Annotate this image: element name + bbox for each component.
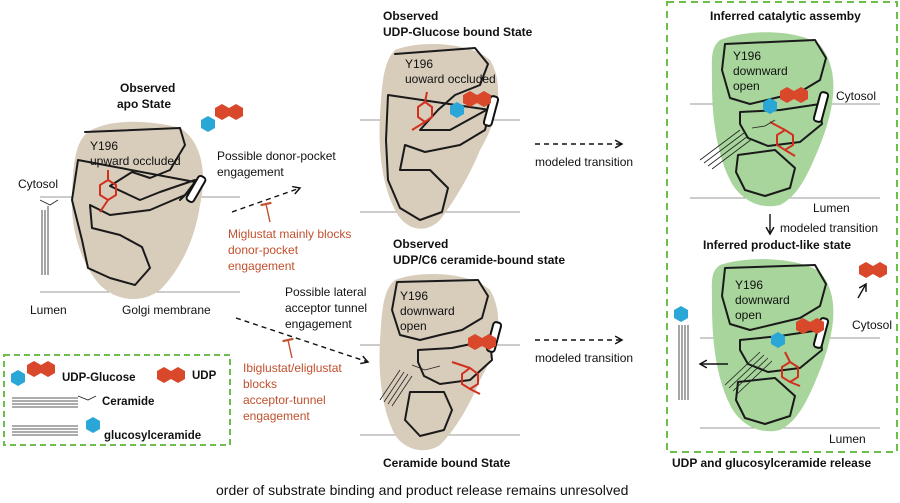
ibiglustat-line2: blocks	[243, 377, 277, 391]
acceptor-engagement-line3: engagement	[285, 317, 352, 331]
top-transition-label: modeled transition	[535, 155, 633, 169]
release-label: UDP and glucosylceramide release	[672, 456, 872, 470]
product-state-panel: Inferred product-like state Y196 downwar…	[674, 238, 892, 446]
product-y196-state: downward	[735, 293, 790, 307]
apo-gate-helix	[185, 174, 207, 204]
acceptor-engagement-line1: Possible lateral	[285, 285, 366, 299]
catalytic-cytosol-label: Cytosol	[836, 89, 876, 103]
catalytic-y196-label: Y196	[733, 49, 761, 63]
apo-y196-state: upward occluded	[90, 154, 181, 168]
udpglc-gate-helix	[482, 95, 500, 127]
golgi-membrane-label: Golgi membrane	[122, 303, 211, 317]
legend-udpglc-symbol	[11, 361, 55, 386]
product-y196-open: open	[735, 308, 762, 322]
apo-y196-label: Y196	[90, 139, 118, 153]
inferred-states-box	[666, 1, 898, 453]
udpglc-protein-outline	[385, 47, 491, 221]
apo-protein-shape	[71, 121, 204, 300]
ceramide-bottom-label: Ceramide bound State	[383, 456, 511, 470]
udpglc-title-line2: UDP-Glucose bound State	[383, 25, 533, 39]
figure-caption: order of substrate binding and product r…	[216, 482, 628, 498]
apo-cytosol-label: Cytosol	[18, 177, 58, 191]
ceramide-title-line2: UDP/C6 ceramide-bound state	[393, 253, 565, 267]
tyrosine-y196-apo	[99, 170, 117, 213]
ceramide-state-panel: Observed UDP/C6 ceramide-bound state Y19…	[360, 237, 565, 470]
donor-engagement-line1: Possible donor-pocket	[217, 149, 336, 163]
catalytic-protein-shape	[711, 32, 834, 207]
apo-state-panel: Observed apo State Y196 upward occluded …	[18, 81, 240, 317]
product-title: Inferred product-like state	[703, 238, 851, 252]
ceramide-protein-outline	[391, 279, 493, 437]
tyrosine-y196-ceramide	[451, 361, 481, 395]
ceramide-y196-label: Y196	[400, 289, 428, 303]
apo-protein-outline	[71, 127, 196, 286]
catalytic-assembly-panel: Inferred catalytic assemby Y196 downward…	[690, 9, 880, 215]
ibiglustat-line3: acceptor-tunnel	[243, 393, 326, 407]
legend-ceramide-symbol	[12, 395, 97, 408]
right-transition-label: modeled transition	[780, 221, 878, 235]
apo-title-line1: Observed	[120, 81, 175, 95]
ceramide-title-line1: Observed	[393, 237, 448, 251]
miglustat-line1: Miglustat mainly blocks	[228, 227, 351, 241]
ibiglustat-inhibition-mark	[282, 337, 294, 359]
miglustat-line3: engagement	[228, 259, 295, 273]
catalytic-gate-helix	[812, 91, 830, 123]
legend-glccer-symbol	[12, 417, 100, 436]
product-protein-outline	[721, 264, 827, 425]
miglustat-inhibition-mark	[260, 201, 272, 223]
legend-glccer-label: glucosylceramide	[104, 430, 201, 442]
catalytic-y196-open: open	[733, 79, 760, 93]
legend-box	[3, 354, 231, 446]
product-protein-shape	[711, 259, 834, 432]
bottom-transition-label: modeled transition	[535, 351, 633, 365]
donor-engagement-line2: engagement	[217, 165, 284, 179]
legend-ceramide-label: Ceramide	[102, 396, 154, 408]
catalytic-lumen-label: Lumen	[813, 201, 850, 215]
udp-release-arrow	[857, 282, 867, 299]
product-cytosol-label: Cytosol	[852, 318, 892, 332]
legend-udpglc-label: UDP-Glucose	[62, 372, 136, 384]
udp-glucose-molecule-approach	[201, 104, 243, 132]
legend-udp-symbol	[157, 367, 185, 383]
legend-udp-label: UDP	[192, 370, 217, 382]
glucosylceramide-released	[674, 306, 689, 400]
ceramide-lipid-bound	[379, 364, 441, 407]
tyrosine-y196-catalytic	[769, 121, 796, 157]
glucosylceramide-lipid-product	[724, 351, 773, 395]
apo-title-line2: apo State	[117, 97, 171, 111]
tyrosine-y196-udpglc	[411, 91, 433, 131]
udpglc-state-panel: Observed UDP-Glucose bound State Y196 uo…	[360, 9, 533, 229]
ibiglustat-line1: Ibiglustat/eliglustat	[243, 361, 342, 375]
catalytic-title: Inferred catalytic assemby	[710, 9, 861, 23]
udpglc-y196-label: Y196	[405, 57, 433, 71]
legend: UDP-Glucose UDP Ceramide glucosylceramid…	[3, 354, 231, 446]
udpglc-title-line1: Observed	[383, 9, 438, 23]
udpglc-y196-state: uoward occluded	[405, 72, 496, 86]
ceramide-y196-state: downward	[400, 304, 455, 318]
apo-to-udpglc-arrow	[231, 185, 302, 213]
product-lumen-label: Lumen	[829, 432, 866, 446]
apo-lumen-label: Lumen	[30, 303, 67, 317]
product-y196-label: Y196	[735, 278, 763, 292]
ceramide-y196-open: open	[400, 319, 427, 333]
tyrosine-y196-product	[781, 351, 801, 387]
ceramide-protein-shape	[379, 274, 499, 451]
ceramide-lipid-catalytic	[699, 119, 776, 170]
acceptor-engagement-line2: acceptor tunnel	[285, 301, 367, 315]
udp-released	[859, 262, 887, 278]
ceramide-lipid-apo	[39, 199, 59, 275]
miglustat-line2: donor-pocket	[228, 243, 299, 257]
catalytic-y196-state: downward	[733, 64, 788, 78]
ibiglustat-line4: engagement	[243, 409, 310, 423]
